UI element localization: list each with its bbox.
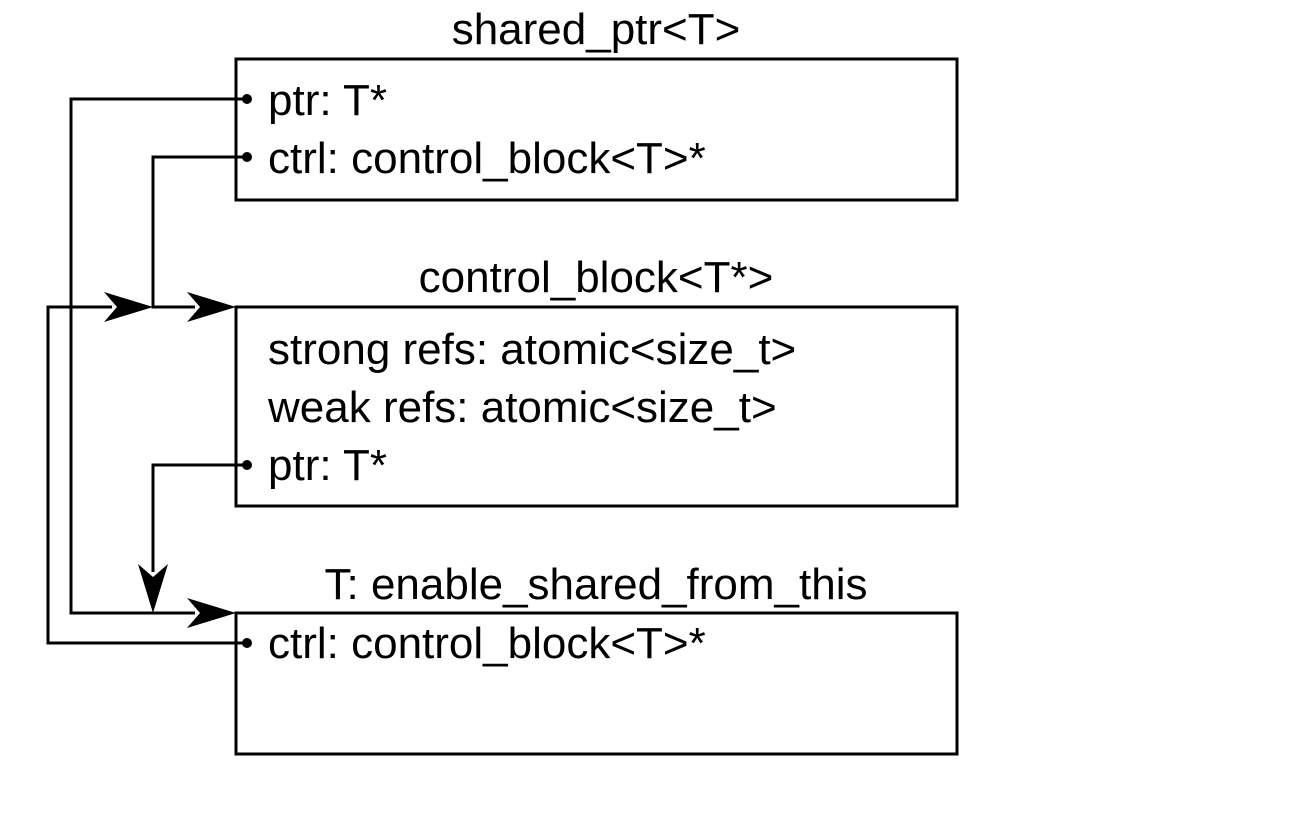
object-struct: T: enable_shared_from_this ctrl: control… <box>234 560 959 756</box>
shared-ptr-field-ctrl: ctrl: control_block<T>* <box>268 134 706 183</box>
control-block-field-ptr: ptr: T* <box>268 441 387 490</box>
shared-ptr-title: shared_ptr<T> <box>452 5 741 54</box>
pointer-shared-ptr-to-object <box>69 94 252 628</box>
control-block-field-strong-refs: strong refs: atomic<size_t> <box>268 325 796 374</box>
arrow-head <box>104 292 153 322</box>
arrow-head <box>187 598 236 628</box>
object-field-ctrl: ctrl: control_block<T>* <box>268 619 706 668</box>
control-block-struct: control_block<T*> strong refs: atomic<si… <box>234 253 959 508</box>
arrow-head <box>187 292 236 322</box>
pointer-line <box>46 305 247 645</box>
control-block-box <box>234 305 959 508</box>
shared-ptr-box <box>234 57 959 202</box>
pointer-line <box>69 97 247 615</box>
pointer-line <box>151 155 247 309</box>
object-box <box>234 611 959 756</box>
pointer-shared-ptr-to-control-block <box>151 152 252 322</box>
pointer-line <box>151 463 247 572</box>
shared-ptr-struct: shared_ptr<T> ptr: T* ctrl: control_bloc… <box>234 5 959 202</box>
shared-ptr-field-ptr: ptr: T* <box>268 76 387 125</box>
control-block-field-weak-refs: weak refs: atomic<size_t> <box>267 383 777 432</box>
arrow-head <box>138 564 168 613</box>
control-block-title: control_block<T*> <box>419 253 774 302</box>
pointer-control-block-to-object <box>138 460 252 613</box>
object-title: T: enable_shared_from_this <box>325 560 868 609</box>
pointer-object-to-control-block <box>46 292 252 648</box>
